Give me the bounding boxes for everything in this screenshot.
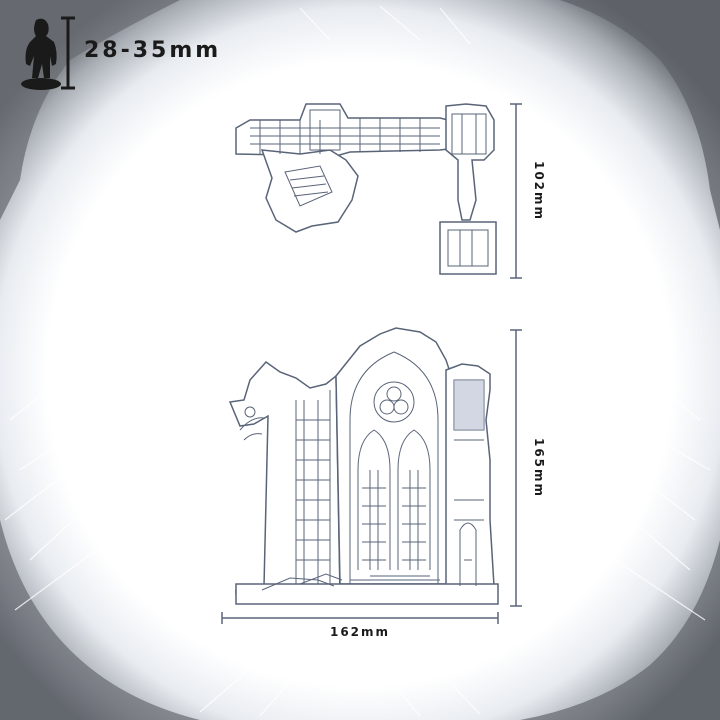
scale-range-label: 28-35mm: [84, 38, 222, 63]
plan-tower-base: [439, 221, 497, 275]
elevation-width-label: 162mm: [330, 625, 390, 639]
miniature-silhouette-icon: [21, 16, 75, 90]
plan-tower: [445, 103, 495, 221]
plan-depth-label: 102mm: [532, 161, 546, 221]
tower-window-panel: [454, 380, 484, 430]
central-gothic-window: [335, 327, 453, 585]
elevation-height-label: 165mm: [532, 438, 546, 498]
left-ruined-wall: [228, 360, 341, 595]
base-slab: [235, 583, 499, 605]
